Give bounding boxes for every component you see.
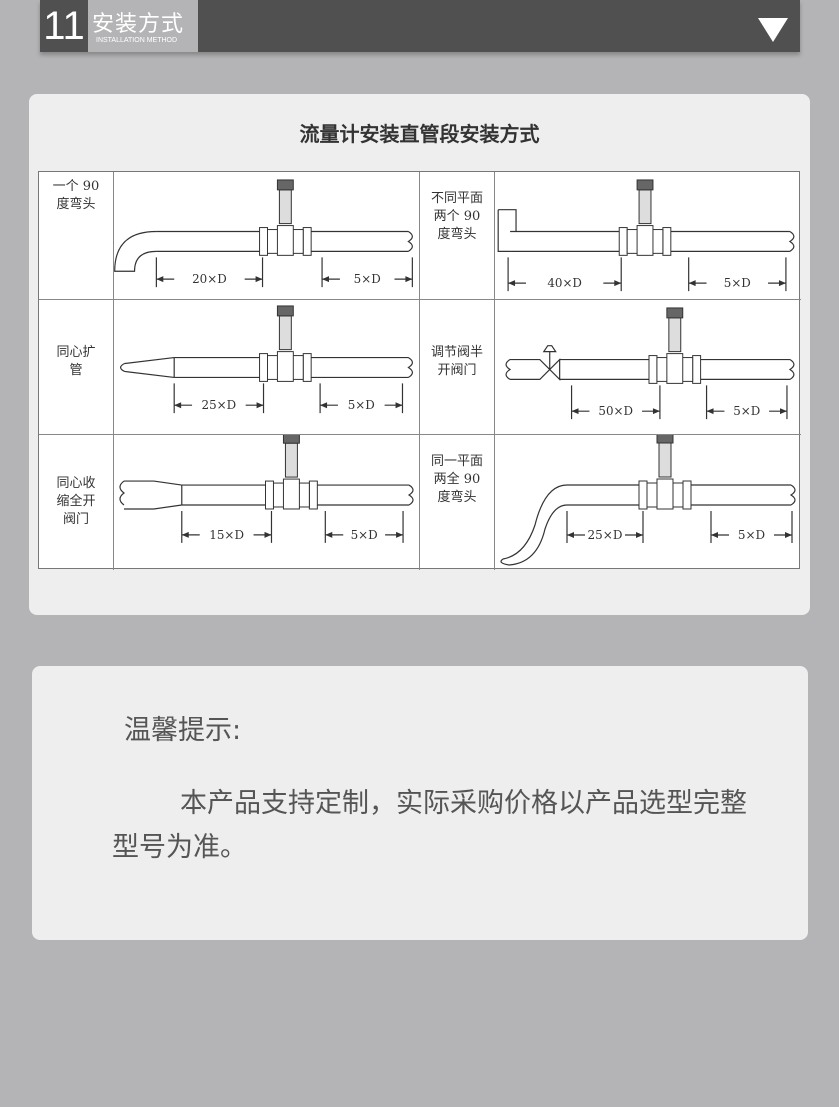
downstream-length-label: 5×D <box>733 404 760 418</box>
downstream-dimension: 5×D <box>688 257 787 292</box>
section-header: 11 安装方式 INSTALLATION METHOD <box>40 0 800 52</box>
downstream-dimension: 5×D <box>705 385 788 420</box>
upstream-length-label: 15×D <box>209 528 244 542</box>
condition-label: 一个 90 度弯头 <box>39 172 114 300</box>
upstream-dimension: 20×D <box>155 257 264 288</box>
upstream-dimension: 25×D <box>566 511 644 543</box>
upstream-length-label: 50×D <box>598 404 633 418</box>
condition-label: 同一平面 两全 90 度弯头 <box>420 435 495 570</box>
upstream-dimension: 15×D <box>181 510 273 543</box>
pipe-diagram: 40×D 5×D <box>495 172 801 300</box>
flowmeter <box>618 179 672 256</box>
upstream-length-label: 25×D <box>202 398 237 412</box>
section-subtitle: INSTALLATION METHOD <box>96 37 178 44</box>
installation-table: 一个 90 度弯头 20×D 5×D 不同平面 两个 90 度弯头 40×D 5×D 同心扩… <box>38 171 801 570</box>
installation-diagram-card: 流量计安装直管段安装方式 一个 90 度弯头 20×D 5×D 不同平面 两个 90 … <box>29 94 810 615</box>
pipe-diagram: 15×D 5×D <box>114 435 420 570</box>
downstream-dimension: 5×D <box>319 383 404 414</box>
condition-label: 同心收 缩全开 阀门 <box>39 435 114 570</box>
downstream-dimension: 5×D <box>710 511 793 543</box>
upstream-dimension: 40×D <box>507 257 622 292</box>
flowmeter <box>259 305 312 382</box>
section-number: 11 <box>40 0 88 52</box>
downstream-length-label: 5×D <box>348 398 375 412</box>
section-label: 安装方式 INSTALLATION METHOD <box>88 0 198 52</box>
downstream-dimension: 5×D <box>321 257 413 288</box>
triangle-down-icon[interactable] <box>758 18 788 42</box>
pipe-diagram: 20×D 5×D <box>114 172 420 300</box>
downstream-length-label: 5×D <box>354 272 381 286</box>
flowmeter <box>265 435 318 510</box>
section-title: 安装方式 <box>92 12 185 37</box>
condition-label: 调节阀半 开阀门 <box>420 300 495 435</box>
pipe-diagram: 25×D 5×D <box>114 300 420 435</box>
header-bar <box>198 0 800 52</box>
flowmeter <box>259 179 312 256</box>
flowmeter <box>648 307 702 384</box>
condition-label: 不同平面 两个 90 度弯头 <box>420 172 495 300</box>
downstream-dimension: 5×D <box>324 510 404 543</box>
condition-label: 同心扩 管 <box>39 300 114 435</box>
upstream-dimension: 25×D <box>173 383 265 414</box>
tip-body: 本产品支持定制，实际采购价格以产品选型完整型号为准。 <box>112 788 747 863</box>
flowmeter <box>638 435 692 510</box>
tip-card: 温馨提示: 本产品支持定制，实际采购价格以产品选型完整型号为准。 <box>32 666 808 940</box>
downstream-length-label: 5×D <box>738 528 765 542</box>
downstream-length-label: 5×D <box>351 528 378 542</box>
downstream-length-label: 5×D <box>724 276 751 290</box>
pipe <box>119 480 414 510</box>
upstream-length-label: 20×D <box>192 272 227 286</box>
upstream-dimension: 50×D <box>570 385 661 420</box>
upstream-length-label: 40×D <box>547 276 582 290</box>
tip-heading: 温馨提示: <box>124 715 242 746</box>
upstream-length-label: 25×D <box>588 528 623 542</box>
pipe-diagram: 25×D 5×D <box>495 435 801 570</box>
diagram-title: 流量计安装直管段安装方式 <box>299 122 540 146</box>
pipe-diagram: 50×D 5×D <box>495 300 801 435</box>
